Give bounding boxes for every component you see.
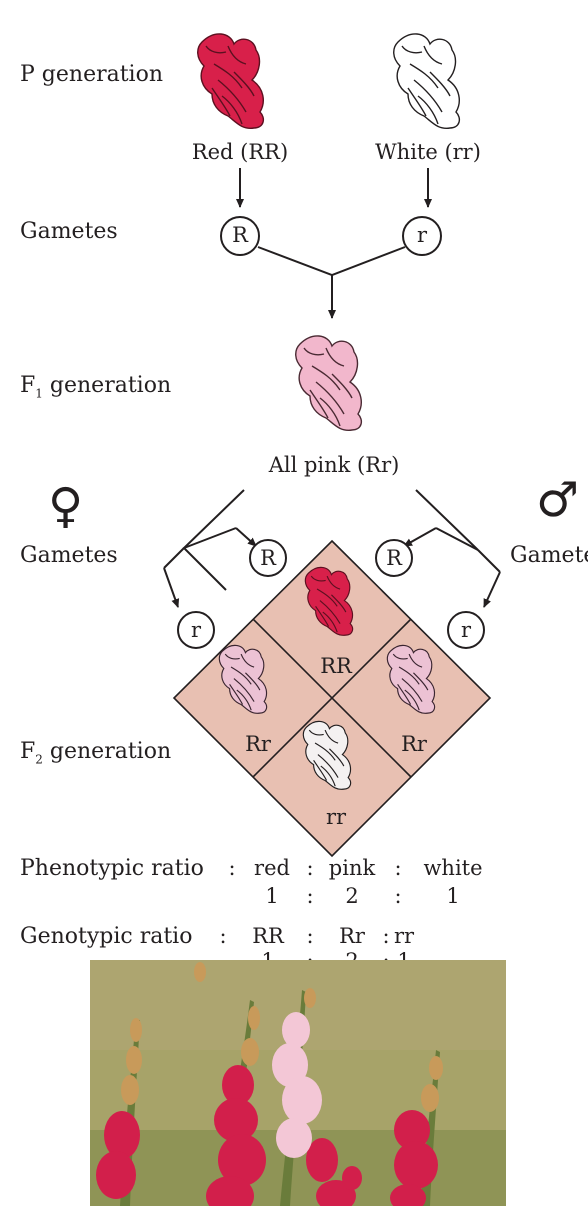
female-gamete-r-circle	[177, 611, 215, 649]
punnett-cell-right: Rr	[401, 732, 427, 756]
male-symbol-icon: ♂	[536, 472, 580, 528]
phenotype-pink: pink	[328, 856, 376, 880]
phenotypic-ratio-label: Phenotypic ratio	[20, 856, 204, 881]
genotype-RR: RR	[252, 924, 284, 948]
f1-generation-label: F1 generation	[20, 373, 172, 401]
gamete-merge-lines	[257, 246, 406, 277]
female-symbol-icon: ♀	[48, 478, 84, 534]
gamete-R-circle	[220, 216, 260, 256]
female-gametes-label: Gametes	[20, 543, 118, 568]
white-parent-flower-icon	[393, 33, 461, 130]
female-bracket-outer	[182, 489, 245, 591]
gamete-r-text: r	[416, 223, 428, 247]
genotype-Rr: Rr	[339, 924, 365, 948]
female-allele-r: r	[190, 618, 202, 642]
genotypic-ratio-label: Genotypic ratio	[20, 924, 193, 949]
phenotype-white-value: 1	[446, 884, 460, 908]
phenotype-pink-value: 2	[345, 884, 359, 908]
phenotypic-sep-1: :	[306, 856, 314, 880]
phenotype-red: red	[254, 856, 290, 880]
arrow-to-male-r	[483, 571, 501, 608]
genotypic-colon: :	[219, 924, 227, 948]
red-parent-flower-icon	[197, 33, 265, 130]
male-allele-r: r	[460, 618, 472, 642]
white-parent-caption: White (rr)	[375, 140, 481, 164]
pink-f1-flower-icon	[295, 335, 363, 432]
phenotypic-sep-2: :	[394, 856, 402, 880]
p-generation-label: P generation	[20, 62, 164, 87]
female-allele-R: R	[260, 546, 276, 570]
f1-caption: All pink (Rr)	[268, 453, 400, 477]
punnett-square	[172, 539, 492, 858]
phenotypic-value-sep-2: :	[394, 884, 402, 908]
snapdragon-photo	[90, 960, 506, 1206]
phenotype-red-value: 1	[265, 884, 279, 908]
punnett-cell-bottom: rr	[325, 805, 347, 829]
arrow-to-female-r	[163, 567, 180, 608]
male-gamete-r-circle	[447, 611, 485, 649]
f2-generation-label: F2 generation	[20, 739, 172, 767]
male-gametes-label: Gametes	[510, 543, 588, 568]
genotypic-sep-1: :	[306, 924, 314, 948]
phenotypic-value-sep-1: :	[306, 884, 314, 908]
arrow-to-male-R	[403, 527, 437, 547]
gametes-label: Gametes	[20, 219, 118, 244]
phenotypic-colon: :	[228, 856, 236, 880]
punnett-cell-left: Rr	[245, 732, 271, 756]
arrow-to-female-R	[235, 527, 257, 547]
female-gamete-R-circle	[249, 539, 287, 577]
gamete-R-text: R	[232, 223, 248, 247]
phenotype-white: white	[423, 856, 483, 880]
genotypic-sep-2: :	[382, 924, 390, 948]
gamete-r-circle	[402, 216, 442, 256]
male-allele-R: R	[386, 546, 402, 570]
male-gamete-R-circle	[375, 539, 413, 577]
genotype-rr: rr	[393, 924, 415, 948]
diagram-graphics	[163, 33, 501, 858]
red-parent-caption: Red (RR)	[191, 140, 289, 164]
punnett-cell-top: RR	[320, 654, 352, 678]
male-bracket-outer	[415, 489, 479, 551]
